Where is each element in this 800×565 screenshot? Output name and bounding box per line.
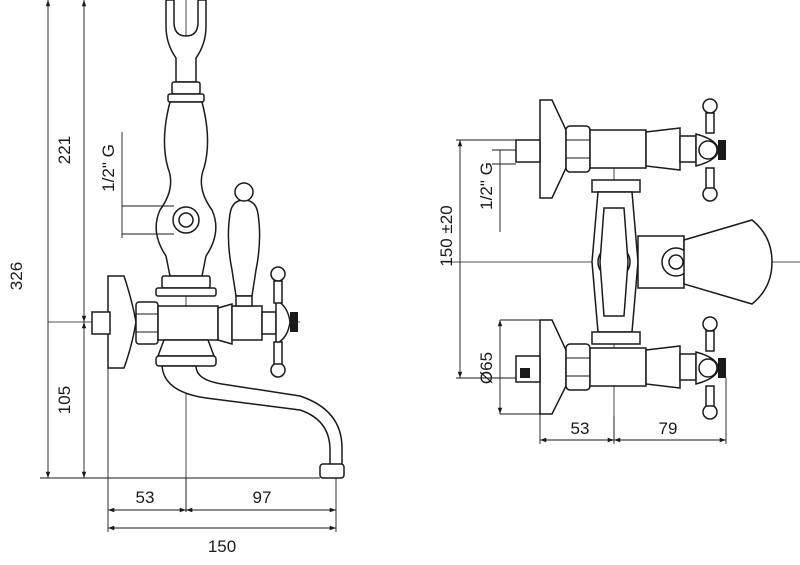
top-valve-assembly	[515, 98, 726, 202]
dim-rosette-diameter: Ø65	[477, 352, 496, 384]
shower-hook	[165, 0, 207, 83]
bottom-valve-assembly	[515, 316, 726, 420]
dim-bottom-left: 53	[136, 488, 155, 507]
cross-handle[interactable]	[261, 266, 298, 378]
side-view-dimensions: 326 221 105 1/2" G 53 97 150	[7, 0, 337, 556]
side-view	[48, 0, 345, 512]
bath-spout	[161, 365, 343, 467]
dim-lower-height: 105	[55, 386, 74, 414]
dim-inlet-spacing: 150 ±20	[437, 205, 456, 266]
column-body	[155, 101, 217, 277]
dim-bottom-right: 97	[253, 488, 272, 507]
dim-bottom-total: 150	[208, 537, 236, 556]
dim-upper-height: 221	[55, 136, 74, 164]
top-view-dimensions: 150 ±20 1/2" G Ø65 53 79	[437, 139, 727, 444]
dim-right-thread: 1/2" G	[477, 162, 496, 210]
central-body	[591, 179, 773, 345]
dim-total-height: 326	[7, 262, 26, 290]
dim-right-bottom-left: 53	[571, 419, 590, 438]
diverter-lever[interactable]	[227, 199, 261, 297]
top-view	[446, 98, 800, 440]
dim-right-bottom-right: 79	[659, 419, 678, 438]
wall-rosette	[107, 275, 137, 369]
dim-left-thread: 1/2" G	[99, 144, 118, 192]
